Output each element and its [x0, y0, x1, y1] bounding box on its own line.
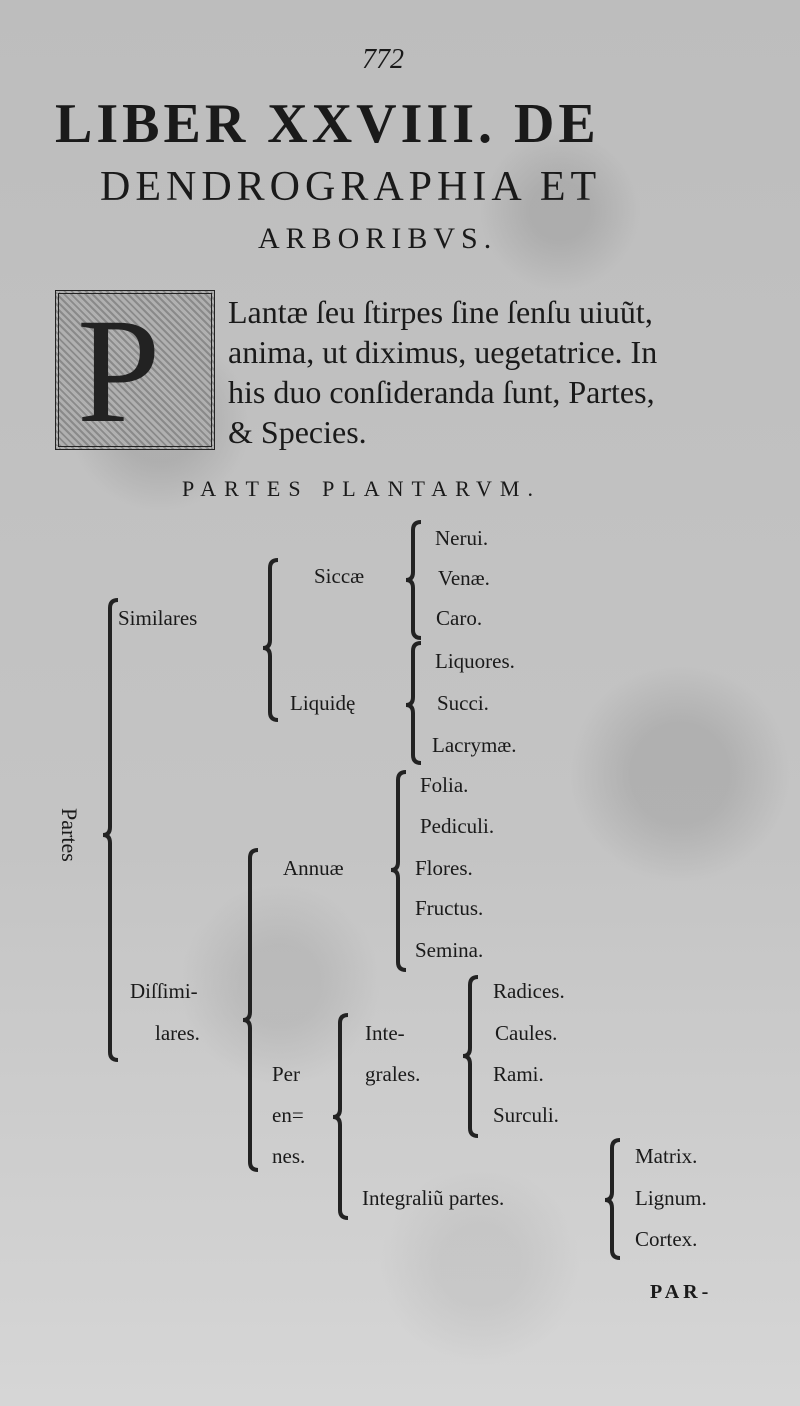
- leaf: Lignum.: [635, 1186, 707, 1210]
- leaf: Rami.: [493, 1062, 544, 1086]
- title-line-1: LIBER XXVIII. DE: [55, 93, 600, 155]
- leaf: Nerui.: [435, 526, 489, 550]
- intro-line: his duo conſideranda ſunt, Partes,: [228, 374, 655, 410]
- decorated-initial: P: [55, 290, 215, 450]
- title-line-2: DENDROGRAPHIA ET: [100, 164, 602, 210]
- leaf: Folia.: [420, 773, 469, 797]
- integralium-label: Integraliũ partes.: [362, 1186, 505, 1210]
- curly-brace: [405, 520, 422, 640]
- leaf: Radices.: [493, 979, 565, 1003]
- dissimilares-label: Diſſimi-: [130, 979, 198, 1003]
- integrales-label: Inte-: [365, 1021, 405, 1045]
- curly-brace: [332, 1013, 349, 1220]
- page-number: 772: [362, 44, 404, 75]
- leaf: Semina.: [415, 938, 484, 962]
- leaf: Succi.: [437, 691, 489, 715]
- leaf: Fructus.: [415, 896, 484, 920]
- curly-brace: [102, 598, 119, 1062]
- leaf: Venæ.: [438, 566, 490, 590]
- section-heading: PARTES PLANTARVM.: [182, 476, 541, 501]
- perennes-label: Per: [272, 1062, 300, 1086]
- leaf: Pediculi.: [420, 814, 495, 838]
- curly-brace: [405, 641, 422, 765]
- title-line-3: ARBORIBVS.: [258, 222, 498, 255]
- intro-line: Lantæ ſeu ſtirpes ſine ſenſu uiuũt,: [228, 294, 653, 330]
- tree-root-label: Partes: [57, 808, 82, 862]
- integrales-label: grales.: [365, 1062, 421, 1086]
- leaf: Cortex.: [635, 1227, 698, 1251]
- leaf: Lacrymæ.: [432, 733, 517, 757]
- catchword: PAR-: [650, 1281, 713, 1303]
- siccae-label: Siccæ: [314, 564, 365, 588]
- drop-cap-letter: P: [77, 288, 161, 454]
- leaf: Liquores.: [435, 649, 515, 673]
- leaf: Caules.: [495, 1021, 558, 1045]
- liquidae-label: Liquidę: [290, 691, 356, 715]
- curly-brace: [462, 975, 479, 1138]
- leaf: Flores.: [415, 856, 473, 880]
- curly-brace: [604, 1138, 621, 1260]
- perennes-label: nes.: [272, 1144, 306, 1168]
- curly-brace: [262, 558, 279, 722]
- intro-line: anima, ut diximus, uegetatrice. In: [228, 334, 658, 370]
- annuae-label: Annuæ: [283, 856, 344, 880]
- leaf: Surculi.: [493, 1103, 559, 1127]
- similares-label: Similares: [118, 606, 198, 630]
- intro-line: & Species.: [228, 414, 367, 450]
- leaf: Matrix.: [635, 1144, 698, 1168]
- dissimilares-label: lares.: [155, 1021, 200, 1045]
- perennes-label: en=: [272, 1103, 304, 1127]
- curly-brace: [242, 848, 259, 1172]
- leaf: Caro.: [436, 606, 483, 630]
- curly-brace: [390, 770, 407, 972]
